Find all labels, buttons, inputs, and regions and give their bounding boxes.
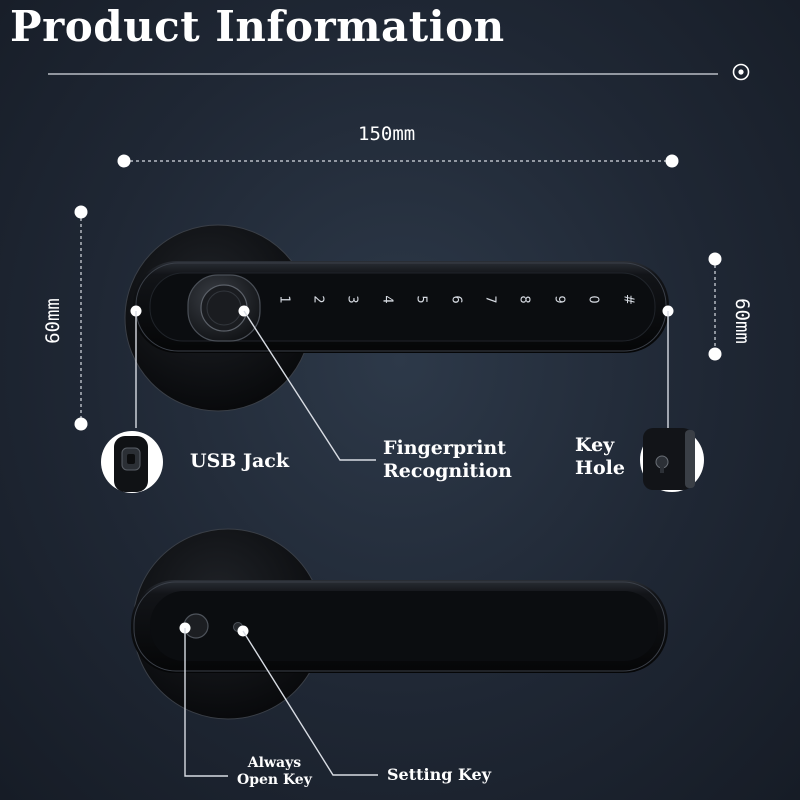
setting-key-leader bbox=[242, 630, 378, 776]
keypad-key: 7 bbox=[482, 295, 498, 304]
always-open-label-line1: Always bbox=[247, 755, 302, 771]
keypad-key: 0 bbox=[585, 295, 601, 304]
always-open-key-label: Always Open Key bbox=[237, 755, 312, 789]
key-hole-label-line1: Key bbox=[575, 434, 615, 456]
setting-key-label: Setting Key bbox=[387, 765, 492, 784]
width-dimension-end-left bbox=[117, 154, 131, 168]
key-hole-label: Key Hole bbox=[575, 434, 625, 480]
right-height-dimension-end-top bbox=[708, 252, 722, 266]
keypad-panel bbox=[150, 273, 655, 341]
right-height-dimension-label: 60mm bbox=[730, 298, 753, 344]
key-hole-icon bbox=[640, 428, 704, 492]
keypad-key: 9 bbox=[551, 295, 567, 304]
keypad-key: 5 bbox=[413, 295, 429, 304]
left-height-dimension-label: 60mm bbox=[41, 298, 64, 344]
fingerprint-label-line2: Recognition bbox=[383, 460, 512, 483]
fingerprint-label-line1: Fingerprint bbox=[383, 437, 507, 459]
keypad-key: 2 bbox=[310, 295, 326, 304]
width-dimension-label: 150mm bbox=[358, 123, 416, 145]
target-circle-icon bbox=[732, 63, 750, 81]
keypad-key: 8 bbox=[516, 295, 532, 304]
keypad-key: 6 bbox=[448, 295, 464, 304]
fingerprint-label: Fingerprint Recognition bbox=[383, 437, 512, 483]
keypad-key: 4 bbox=[379, 295, 395, 304]
right-height-dimension-end-bottom bbox=[708, 347, 722, 361]
key-hole-label-line2: Hole bbox=[575, 457, 625, 480]
left-height-dimension-end-top bbox=[74, 205, 88, 219]
always-open-leader bbox=[184, 628, 228, 777]
keypad-key: 1 bbox=[276, 295, 292, 304]
keypad-key: 3 bbox=[344, 295, 360, 304]
usb-port-icon bbox=[101, 431, 163, 493]
width-dimension-end-right bbox=[665, 154, 679, 168]
keypad-keys: 1 2 3 4 5 6 7 8 9 0 # bbox=[268, 292, 648, 322]
always-open-label-line2: Open Key bbox=[237, 772, 312, 789]
page-title: Product Information bbox=[10, 2, 505, 51]
usb-jack-label: USB Jack bbox=[190, 450, 289, 472]
fingerprint-leader bbox=[243, 310, 376, 461]
keypad-key: # bbox=[620, 294, 636, 305]
left-height-dimension-end-bottom bbox=[74, 417, 88, 431]
